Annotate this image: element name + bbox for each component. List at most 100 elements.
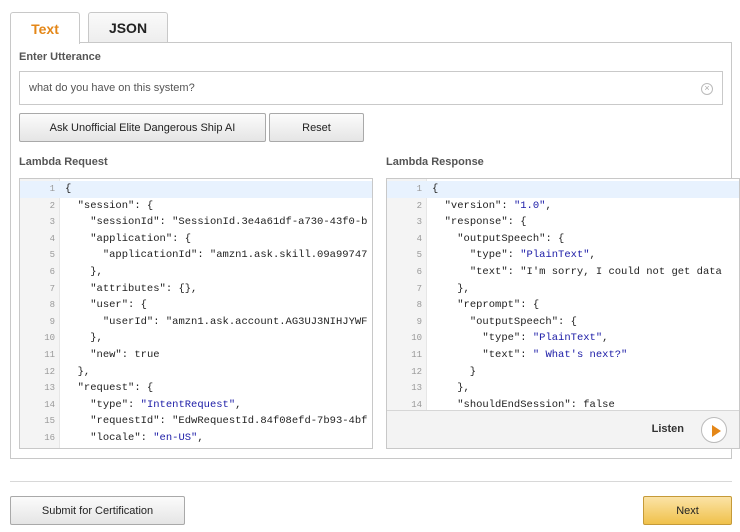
code-text: "type": "PlainText", (482, 332, 609, 345)
line-number: 5 (416, 250, 422, 261)
line-number: 10 (44, 333, 55, 344)
code-line: 4 "outputSpeech": { (387, 231, 739, 248)
code-text: "user": { (90, 299, 147, 312)
next-button[interactable]: Next (643, 496, 732, 525)
code-text: { (65, 183, 72, 195)
code-line: 2 "session": { (20, 198, 372, 215)
line-number: 2 (416, 200, 422, 211)
code-line: 13 "request": { (20, 380, 372, 397)
reset-button[interactable]: Reset (269, 113, 364, 142)
lambda-request-editor[interactable]: 1{2 "session": {3 "sessionId": "SessionI… (19, 178, 373, 449)
code-text: "session": { (77, 199, 154, 212)
code-line: 1{ (20, 181, 372, 198)
code-text: "type": "IntentRequest", (90, 398, 242, 411)
footer-divider (10, 481, 732, 482)
code-text: { (432, 183, 439, 195)
test-panel: Enter Utterance what do you have on this… (10, 42, 740, 459)
clear-icon[interactable]: × (701, 83, 713, 95)
line-number: 16 (44, 432, 55, 443)
code-line: 7 "attributes": {}, (20, 281, 372, 298)
tab-text[interactable]: Text (10, 12, 80, 44)
code-text: "attributes": {}, (90, 282, 198, 295)
code-text: "requestId": "EdwRequestId.84f08efd-7b93… (90, 415, 368, 428)
tab-json[interactable]: JSON (88, 12, 168, 43)
line-number: 15 (44, 416, 55, 427)
code-line: 9 "userId": "amzn1.ask.account.AG3UJ3NIH… (20, 314, 372, 331)
utterance-label: Enter Utterance (19, 51, 101, 63)
ask-button[interactable]: Ask Unofficial Elite Dangerous Ship AI (19, 113, 266, 142)
line-number: 14 (411, 399, 422, 410)
line-gutter (20, 179, 60, 448)
code-text: "outputSpeech": { (457, 232, 565, 245)
submit-certification-button[interactable]: Submit for Certification (10, 496, 185, 525)
code-line: 10 }, (20, 330, 372, 347)
code-text: "response": { (444, 216, 527, 229)
code-line: 7 }, (387, 281, 739, 298)
line-number: 9 (416, 316, 422, 327)
code-line: 10 "type": "PlainText", (387, 330, 739, 347)
line-number: 13 (411, 383, 422, 394)
listen-label: Listen (651, 423, 684, 435)
line-number: 11 (44, 349, 55, 360)
code-text: }, (65, 365, 91, 378)
line-number: 9 (49, 316, 55, 327)
line-number: 6 (416, 266, 422, 277)
code-text: "reprompt": { (457, 299, 540, 312)
code-text: "locale": "en-US", (90, 431, 204, 444)
code-line: 4 "application": { (20, 231, 372, 248)
line-number: 11 (411, 349, 422, 360)
code-line: 11 "text": " What's next?" (387, 347, 739, 364)
lambda-response-editor[interactable]: 1 {2 "version": "1.0", 3 "response": { 4 "o… (386, 178, 740, 449)
lambda-request-label: Lambda Request (19, 156, 108, 168)
line-number: 4 (49, 233, 55, 244)
code-line: 5 "applicationId": "amzn1.ask.skill.09a9… (20, 247, 372, 264)
line-number: 6 (49, 266, 55, 277)
code-text: "sessionId": "SessionId.3e4a61df-a730-43… (90, 216, 368, 229)
code-text: "userId": "amzn1.ask.account.AG3UJ3NIHJY… (102, 315, 368, 328)
line-number: 14 (44, 399, 55, 410)
line-number: 12 (411, 366, 422, 377)
code-line: 5 "type": "PlainText", (387, 247, 739, 264)
utterance-input[interactable]: what do you have on this system? × (19, 71, 723, 105)
line-number: 4 (416, 233, 422, 244)
line-number: 1 (49, 184, 55, 194)
code-line: 14 "shouldEndSession": false (387, 397, 739, 414)
code-text: "type": "PlainText", (469, 249, 596, 262)
line-number: 7 (416, 283, 422, 294)
code-line: 2 "version": "1.0", (387, 198, 739, 215)
line-number: 1 (416, 184, 422, 194)
code-text: "shouldEndSession": false (457, 398, 615, 411)
line-number: 5 (49, 250, 55, 261)
code-text: "application": { (90, 232, 192, 245)
line-number: 10 (411, 333, 422, 344)
code-line: 11 "new": true (20, 347, 372, 364)
code-text: "request": { (77, 382, 154, 395)
code-line: 12 } (387, 364, 739, 381)
line-number: 2 (49, 200, 55, 211)
code-text: }, (432, 382, 470, 395)
utterance-value: what do you have on this system? (29, 82, 195, 94)
code-text: "text": " What's next?" (482, 348, 628, 361)
line-number: 3 (49, 217, 55, 228)
code-text: }, (65, 265, 103, 278)
code-text: }, (432, 282, 470, 295)
code-text: "outputSpeech": { (469, 315, 577, 328)
code-line: 15 "requestId": "EdwRequestId.84f08efd-7… (20, 413, 372, 430)
request-code-lines: 1{2 "session": {3 "sessionId": "SessionI… (20, 181, 372, 447)
code-line: 16 "locale": "en-US", (20, 430, 372, 447)
code-text: }, (65, 332, 103, 345)
code-line: 3 "sessionId": "SessionId.3e4a61df-a730-… (20, 214, 372, 231)
code-text: "text": "I'm sorry, I could not get data (469, 265, 722, 278)
code-line: 13 }, (387, 380, 739, 397)
code-line: 6 "text": "I'm sorry, I could not get da… (387, 264, 739, 281)
code-text: "applicationId": "amzn1.ask.skill.09a997… (102, 249, 368, 262)
line-number: 13 (44, 383, 55, 394)
line-number: 3 (416, 217, 422, 228)
line-number: 8 (416, 300, 422, 311)
listen-bar: Listen (387, 410, 739, 448)
code-line: 6 }, (20, 264, 372, 281)
play-icon[interactable] (701, 417, 727, 443)
line-number: 7 (49, 283, 55, 294)
code-line: 8 "reprompt": { (387, 297, 739, 314)
code-line: 14 "type": "IntentRequest", (20, 397, 372, 414)
